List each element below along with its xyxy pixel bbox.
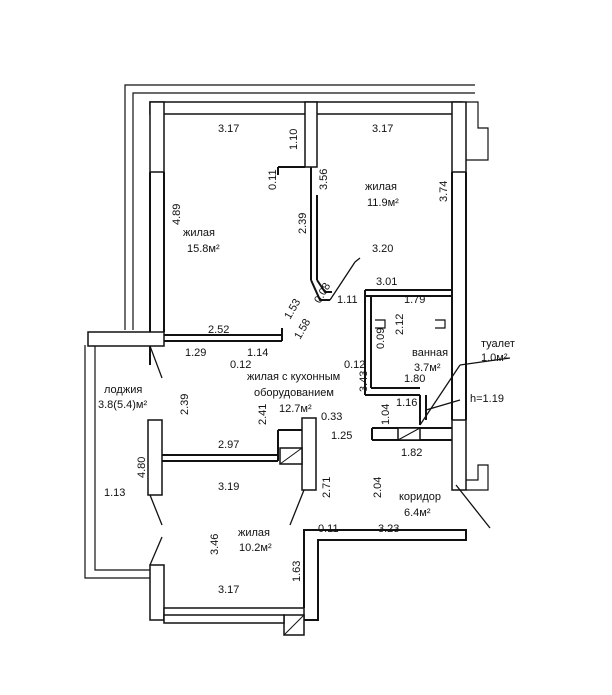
dim-label: 2.12 xyxy=(394,314,406,335)
dim-label: 4.89 xyxy=(171,204,183,225)
room-bathroom-area: 3.7м² xyxy=(414,362,441,374)
dim-label: 0.33 xyxy=(321,411,342,423)
dim-label: 0.12 xyxy=(230,359,251,371)
dim-label: 3.19 xyxy=(218,481,239,493)
room-corridor-name: коридор xyxy=(399,491,441,503)
room-living2-area: 11.9м² xyxy=(367,197,399,209)
room-loggia-name: лоджия xyxy=(104,384,142,396)
dim-label: 2.04 xyxy=(372,477,384,498)
dim-label: 3.17 xyxy=(372,123,393,135)
door-swings xyxy=(149,257,511,566)
dim-label: 3.01 xyxy=(376,276,397,288)
dim-label: 1.80 xyxy=(404,373,425,385)
dim-label: 1.29 xyxy=(185,347,206,359)
dim-label: 0.11 xyxy=(318,523,339,535)
dim-label: 0.09 xyxy=(375,328,387,349)
room-kitchen-line2: оборудованием xyxy=(254,387,334,399)
dim-label: 1.82 xyxy=(401,447,422,459)
room-living3-name: жилая xyxy=(238,527,270,539)
room-toilet-name: туалет xyxy=(481,338,515,350)
room-living1-area: 15.8м² xyxy=(187,243,220,255)
dim-label: 1.14 xyxy=(247,347,268,359)
dim-label: 1.25 xyxy=(331,430,352,442)
hatched-blocks xyxy=(163,427,421,636)
dim-label: 3.43 xyxy=(358,371,370,392)
dim-label: 4.80 xyxy=(136,457,148,478)
dim-label: 0.12 xyxy=(344,359,365,371)
dim-label: 1.13 xyxy=(104,487,125,499)
dim-label: 2.71 xyxy=(321,477,333,498)
dim-label: 1.79 xyxy=(404,294,425,306)
room-toilet-area: 1.0м² xyxy=(481,352,508,364)
exterior-walls xyxy=(87,101,489,621)
dim-label: 3.56 xyxy=(318,169,330,190)
room-living3-area: 10.2м² xyxy=(239,542,272,554)
dim-label: 2.52 xyxy=(208,324,229,336)
dim-label: 1.58 xyxy=(292,317,313,342)
room-labels: жилая 15.8м² жилая 11.9м² жилая с кухонн… xyxy=(98,181,515,554)
dim-label: 0.11 xyxy=(267,169,279,190)
dimension-labels: 3.17 3.17 3.20 3.01 1.11 1.79 2.52 1.29 … xyxy=(104,123,504,596)
room-kitchen-line1: жилая с кухонным xyxy=(247,371,340,383)
loggia-outline xyxy=(84,84,475,579)
dim-label: 2.41 xyxy=(257,404,269,425)
dim-label: 1.11 xyxy=(337,294,358,306)
room-loggia-area: 3.8(5.4)м² xyxy=(98,399,147,411)
dim-label: 0.08 xyxy=(312,281,333,306)
dim-label: 2.39 xyxy=(179,394,191,415)
dim-label: 1.16 xyxy=(396,397,417,409)
vertical-dimension-labels: 1.10 0.11 3.56 4.89 3.74 2.39 0.08 1.53 … xyxy=(136,129,450,582)
dim-label: 3.17 xyxy=(218,123,239,135)
dim-label: 1.04 xyxy=(380,404,392,425)
room-living2-name: жилая xyxy=(365,181,397,193)
dim-label: 2.97 xyxy=(218,439,239,451)
dim-label: 3.17 xyxy=(218,584,239,596)
room-kitchen-area: 12.7м² xyxy=(279,403,312,415)
dim-label: 1.53 xyxy=(282,297,303,322)
dim-label: 3.20 xyxy=(372,243,393,255)
dim-label: 3.46 xyxy=(209,534,221,555)
dim-label: 3.74 xyxy=(438,181,450,202)
dim-label: 1.63 xyxy=(291,561,303,582)
room-living1-name: жилая xyxy=(183,227,215,239)
dim-label: h=1.19 xyxy=(470,393,504,405)
dim-label: 2.39 xyxy=(297,213,309,234)
dim-label: 1.10 xyxy=(288,129,300,150)
dim-label: 3.23 xyxy=(378,523,399,535)
room-bathroom-name: ванная xyxy=(412,347,448,359)
room-corridor-area: 6.4м² xyxy=(404,507,431,519)
